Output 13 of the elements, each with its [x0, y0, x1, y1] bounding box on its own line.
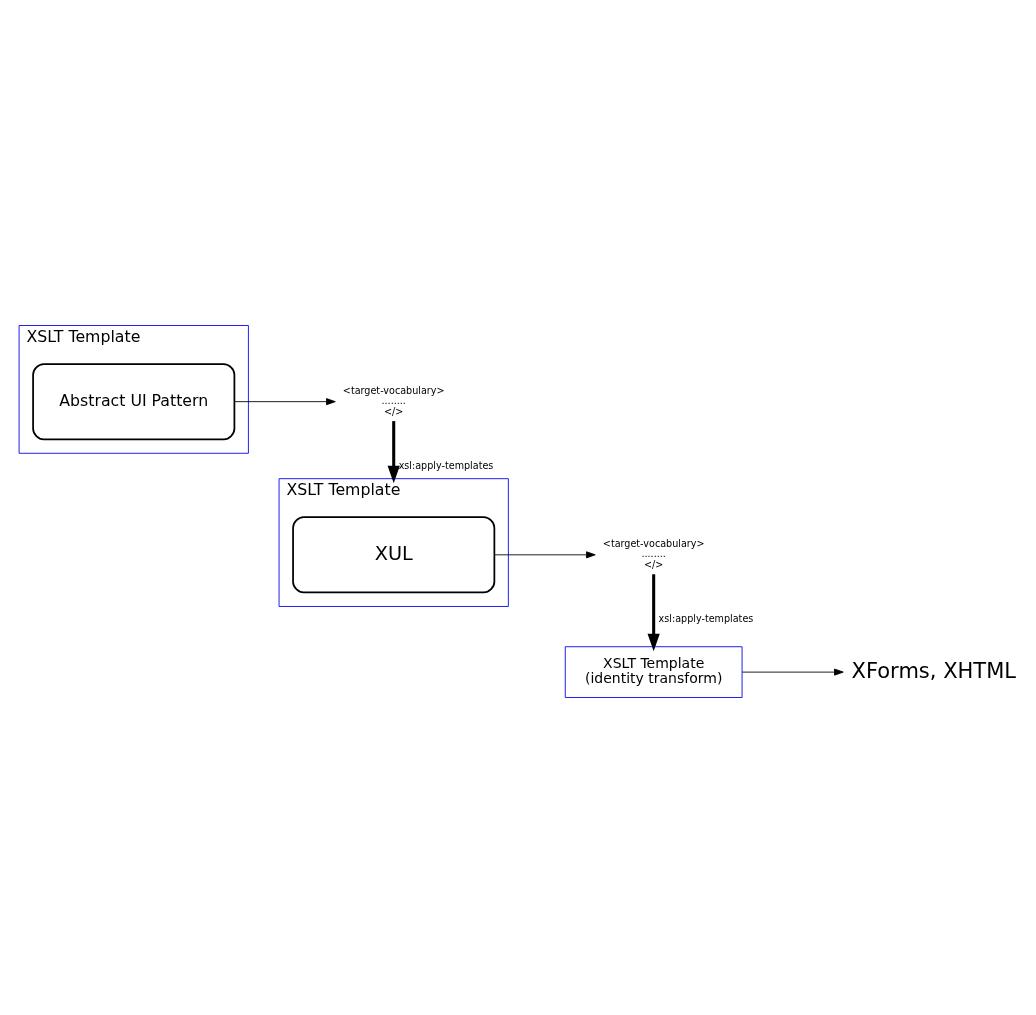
- node-box: XSLT Template (identity transform): [564, 645, 743, 698]
- node-box: Abstract UI Pattern: [32, 362, 236, 440]
- edge-label: xsl:apply-templates: [658, 612, 754, 624]
- arrow: [387, 420, 400, 483]
- arrow: [647, 573, 660, 651]
- arrow: [741, 668, 844, 676]
- node-text: XForms, XHTML: [851, 658, 1016, 683]
- node-box: XUL: [292, 515, 496, 593]
- node-text: <target-vocabulary> ........ </>: [602, 537, 705, 570]
- node-text: <target-vocabulary> ........ </>: [342, 384, 445, 417]
- arrow: [494, 550, 596, 558]
- edge-label: xsl:apply-templates: [398, 459, 494, 471]
- arrow: [234, 397, 336, 405]
